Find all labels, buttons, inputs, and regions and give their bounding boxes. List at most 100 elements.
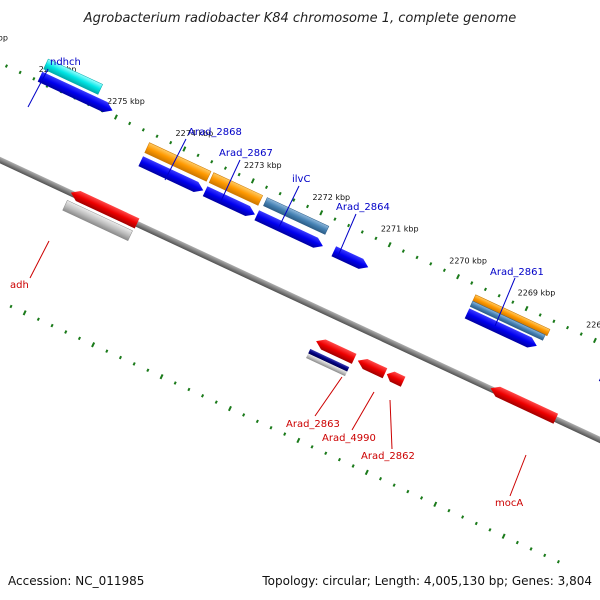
scale-tick-mark <box>105 349 109 353</box>
scale-tick-mark <box>415 255 419 260</box>
scale-tick-mark <box>187 387 191 392</box>
scale-tick-mark <box>474 521 478 526</box>
scale-tick-mark <box>447 508 451 513</box>
scale-tick-mark <box>32 76 36 81</box>
scale-tick-mark <box>223 166 228 170</box>
scale-tick-mark <box>406 489 410 494</box>
gene-label-arad-2868[interactable]: Arad_2868 <box>188 127 242 138</box>
scale-tick-mark <box>461 515 465 519</box>
scale-tick-mark <box>552 319 556 324</box>
scale-tick-mark <box>155 134 159 139</box>
gene-label-arad-2861[interactable]: Arad_2861 <box>490 267 544 278</box>
feature-arad-2862[interactable] <box>384 369 406 387</box>
scale-tick-mark <box>470 281 474 285</box>
feature-ilvc[interactable] <box>254 197 331 251</box>
gene-label-moca[interactable]: mocA <box>495 498 523 509</box>
map-title: Agrobacterium radiobacter K84 chromosome… <box>83 11 516 26</box>
scale-tick-mark <box>488 528 492 532</box>
scale-tick-mark <box>524 305 529 312</box>
scale-tick-mark <box>91 342 96 348</box>
scale-tick-mark <box>173 381 177 385</box>
scale-tick-mark <box>9 304 13 309</box>
scale-tick-mark <box>210 159 214 164</box>
scale-tick-mark <box>360 230 364 234</box>
feature-adh[interactable] <box>62 188 140 242</box>
gene-label-ndhch[interactable]: ndhch <box>50 57 81 68</box>
scale-tick-mark <box>296 437 301 444</box>
scale-tick-mark <box>264 185 269 190</box>
scale-tick-mark <box>128 121 132 126</box>
scale-tick-mark <box>401 249 405 253</box>
scale-tick-mark <box>113 114 118 120</box>
scale-tick-mark <box>132 362 136 366</box>
feature-arad-2868[interactable] <box>138 142 212 196</box>
feature-arad-4990[interactable] <box>355 356 388 379</box>
scale-tick-mark <box>22 310 27 316</box>
scale-tick-mark <box>214 400 218 404</box>
scale-tick-mark <box>433 501 438 508</box>
accession-text: Accession: NC_011985 <box>8 574 145 588</box>
genome-summary-text: Topology: circular; Length: 4,005,130 bp… <box>262 574 592 588</box>
scale-tick-mark <box>305 204 310 209</box>
scale-tick-mark <box>543 553 547 558</box>
scale-tick-mark <box>278 191 282 196</box>
scale-tick-label: 2268 kbp <box>586 321 600 330</box>
scale-tick-mark <box>292 198 296 202</box>
scale-tick-mark <box>269 425 273 430</box>
feature-moca[interactable] <box>488 383 559 424</box>
scale-tick-mark <box>592 337 597 344</box>
scale-tick-mark <box>141 128 145 132</box>
scale-tick-mark <box>515 540 519 545</box>
gene-label-ilvc[interactable]: ilvC <box>292 174 310 185</box>
scale-tick-mark <box>347 223 351 228</box>
chromosome-backbone <box>0 136 600 464</box>
scale-tick-mark <box>456 273 461 280</box>
scale-tick-mark <box>511 300 515 304</box>
scale-tick-mark <box>501 533 506 539</box>
scale-tick-mark <box>77 336 82 341</box>
feature-arad-2864[interactable] <box>331 246 370 272</box>
scale-tick-mark <box>529 547 533 551</box>
scale-tick-label: 2274 kbp <box>176 129 214 138</box>
scale-tick-mark <box>419 496 424 500</box>
gene-label-arad-2862[interactable]: Arad_2862 <box>361 451 415 462</box>
scale-tick-mark <box>337 457 342 462</box>
scale-tick-label: 2270 kbp <box>449 257 487 266</box>
scale-tick-mark <box>118 355 123 360</box>
scale-tick-mark <box>310 445 314 449</box>
scale-tick-label: 2273 kbp <box>244 161 282 170</box>
scale-tick-mark <box>146 368 150 373</box>
scale-tick-mark <box>483 287 488 292</box>
scale-tick-mark <box>200 393 205 398</box>
scale-tick-mark <box>351 464 355 468</box>
scale-tick-mark <box>250 178 255 184</box>
gene-label-arad-4990[interactable]: Arad_4990 <box>322 433 376 444</box>
scale-tick-label: 2275 kbp <box>107 97 145 106</box>
scale-tick-mark <box>255 419 259 424</box>
feature-arad-2861[interactable] <box>464 294 551 353</box>
feature-ndhch[interactable] <box>37 58 121 115</box>
gene-label-arad-2867[interactable]: Arad_2867 <box>219 148 273 159</box>
feature-arad-2867[interactable] <box>202 172 264 220</box>
scale-tick-mark <box>196 153 200 158</box>
scale-tick-mark <box>237 172 241 177</box>
gene-label-arad-2864[interactable]: Arad_2864 <box>336 202 390 213</box>
scale-tick-mark <box>565 325 570 330</box>
gene-label-adh[interactable]: adh <box>10 280 29 291</box>
scale-tick-mark <box>242 413 246 417</box>
scale-tick-mark <box>387 241 392 248</box>
scale-tick-mark <box>169 140 173 145</box>
scale-tick-label: 2277 kbp <box>0 33 8 42</box>
gene-label-arad-2863[interactable]: Arad_2863 <box>286 419 340 430</box>
scale-tick-mark <box>392 483 396 487</box>
scale-tick-mark <box>378 476 383 481</box>
feature-arad-2863[interactable] <box>306 335 357 377</box>
scale-tick-mark <box>374 236 378 241</box>
gene-features <box>37 58 600 424</box>
scale-tick-mark <box>182 146 187 152</box>
scale-tick-mark <box>36 317 40 322</box>
scale-tick-mark <box>538 313 542 317</box>
scale-tick-label: 2269 kbp <box>518 289 556 298</box>
scale-tick-mark <box>283 432 287 436</box>
